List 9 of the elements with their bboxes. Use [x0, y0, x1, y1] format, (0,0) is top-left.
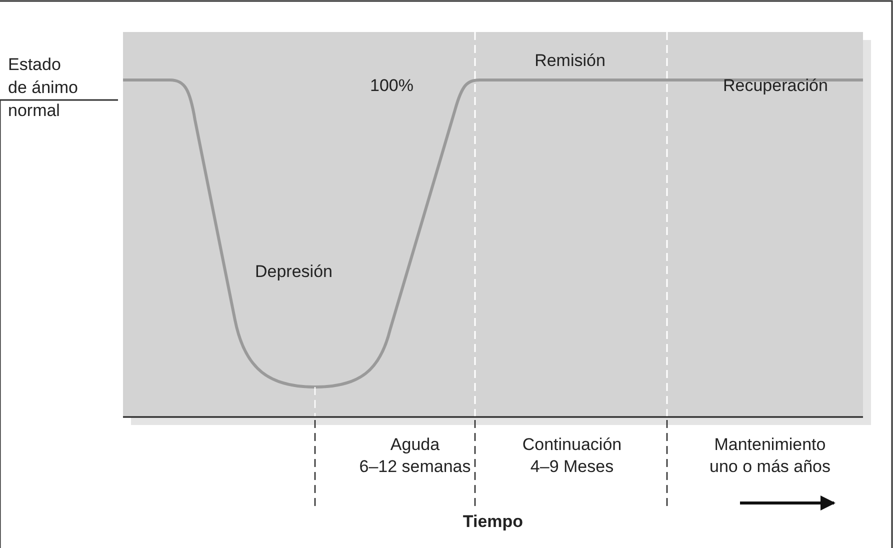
- phase-label: Aguda 6–12 semanas: [358, 434, 472, 478]
- axis-title: Tiempo: [462, 511, 524, 533]
- curve-label: Depresión: [255, 261, 334, 283]
- axis-label: Estado de ánimo normal: [8, 54, 79, 122]
- value-label: 100%: [370, 75, 414, 97]
- phase-label: Continuación 4–9 Meses: [521, 434, 623, 478]
- phase-label: Mantenimiento uno o más años: [708, 434, 832, 478]
- phase-label: Recuperación: [723, 75, 829, 97]
- phase-label: Remisión: [534, 50, 606, 72]
